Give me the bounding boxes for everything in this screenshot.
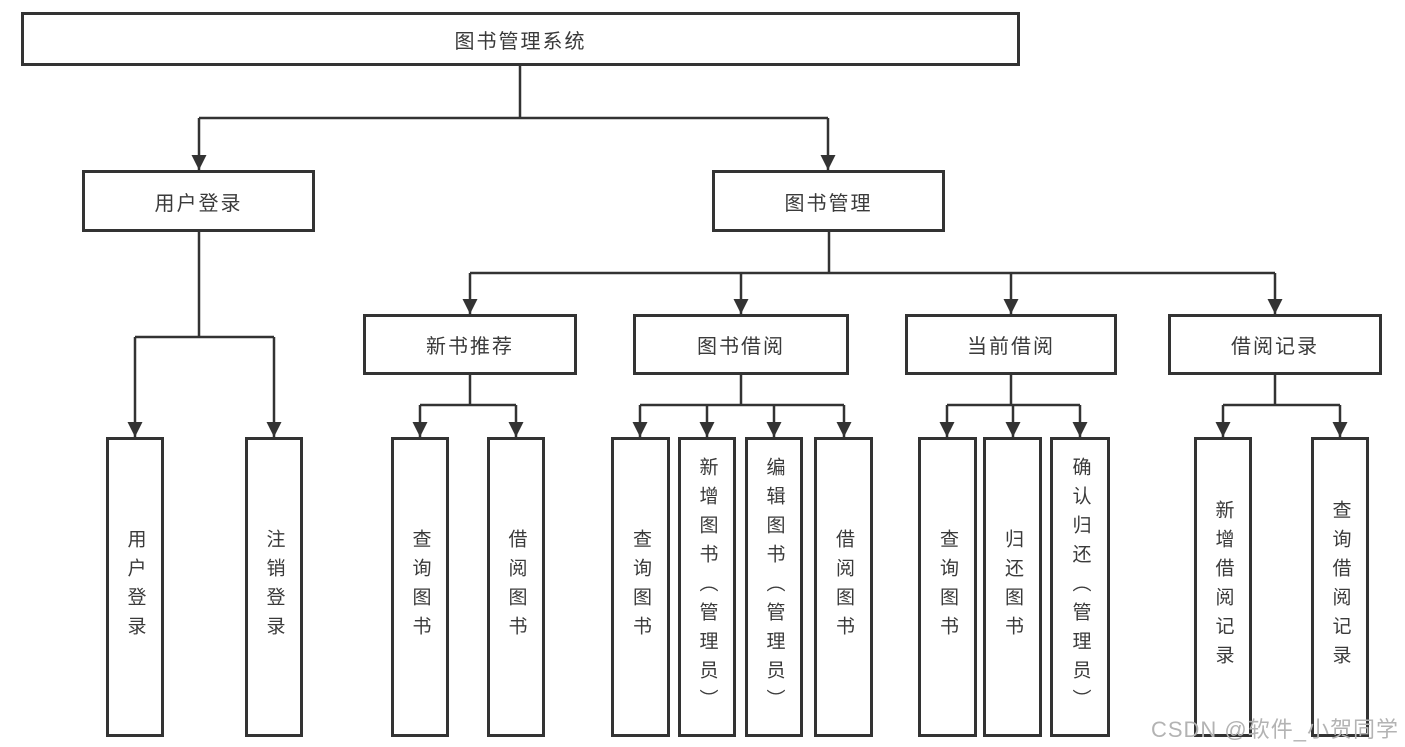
node-borrowing-records: 借阅记录 [1168, 314, 1382, 375]
node-current-borrowing: 当前借阅 [905, 314, 1117, 375]
leaf-edit-book-admin: 编辑图书（管理员） [745, 437, 803, 737]
leaf-confirm-return-admin: 确认归还（管理员） [1050, 437, 1110, 737]
node-book-management: 图书管理 [712, 170, 945, 232]
node-user-login: 用户登录 [82, 170, 315, 232]
leaf-logout: 注销登录 [245, 437, 303, 737]
leaf-query-books-recommend: 查询图书 [391, 437, 449, 737]
node-root-library-system: 图书管理系统 [21, 12, 1020, 66]
leaf-borrow-books-recommend: 借阅图书 [487, 437, 545, 737]
leaf-query-books-borrow: 查询图书 [611, 437, 670, 737]
leaf-user-login: 用户登录 [106, 437, 164, 737]
leaf-add-borrow-record: 新增借阅记录 [1194, 437, 1252, 737]
leaf-query-books-current: 查询图书 [918, 437, 977, 737]
leaf-add-book-admin: 新增图书（管理员） [678, 437, 736, 737]
leaf-return-books: 归还图书 [983, 437, 1042, 737]
node-book-borrowing: 图书借阅 [633, 314, 849, 375]
leaf-query-borrow-record: 查询借阅记录 [1311, 437, 1369, 737]
leaf-borrow-books: 借阅图书 [814, 437, 873, 737]
csdn-watermark: CSDN @软件_小贺同学 [1150, 717, 1399, 742]
node-new-book-recommendation: 新书推荐 [363, 314, 577, 375]
